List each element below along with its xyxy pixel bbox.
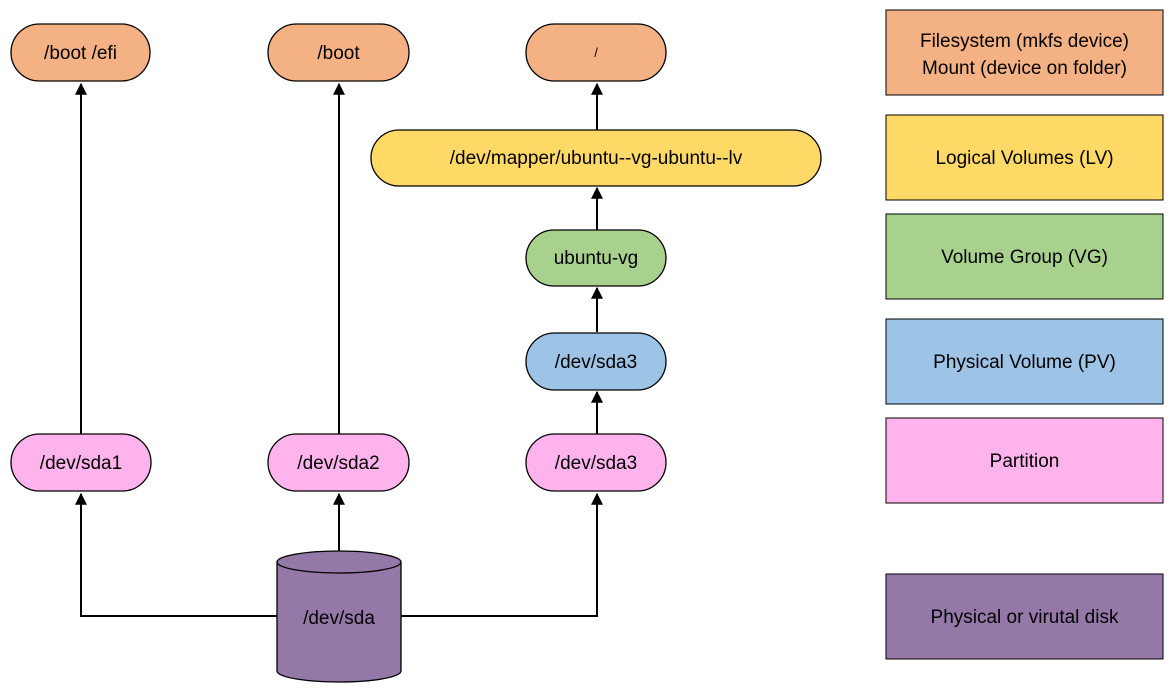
legend-disk: Physical or virutal disk: [885, 573, 1164, 660]
node-shape: [525, 229, 667, 287]
node-shape: [10, 23, 151, 82]
node-label: ubuntu-vg: [554, 248, 639, 269]
legend-partition: Partition: [885, 417, 1164, 504]
node-label: /: [594, 45, 598, 60]
legend: Filesystem (mkfs device) Mount (device o…: [885, 9, 1164, 660]
node-label: /dev/sda: [303, 608, 375, 629]
legend-physical-volume: Physical Volume (PV): [885, 318, 1164, 405]
legend-swatch: [885, 417, 1164, 504]
node-label: /dev/sda3: [555, 352, 637, 373]
node-disk: /dev/sda: [276, 550, 402, 683]
node-shape: [525, 332, 667, 391]
legend-label: Logical Volumes (LV): [935, 148, 1113, 169]
legend-swatch: [885, 213, 1164, 300]
legend-label-line2: Mount (device on folder): [922, 58, 1127, 79]
node-label: /dev/sda1: [40, 453, 122, 474]
legend-label: Physical Volume (PV): [933, 352, 1116, 373]
edge-disk-to-sda3: [401, 492, 603, 617]
legend-swatch: [885, 318, 1164, 405]
legend-label-line1: Filesystem (mkfs device): [920, 31, 1129, 52]
node-partition-sda2: /dev/sda2: [267, 433, 410, 492]
disk-cylinder-top: [276, 550, 402, 574]
node-label: /dev/mapper/ubuntu--vg-ubuntu--lv: [450, 148, 743, 169]
node-label: /dev/sda2: [297, 453, 379, 474]
disk-cylinder-body: [276, 562, 402, 683]
edges: [75, 82, 603, 617]
node-partition-sda1: /dev/sda1: [10, 433, 152, 492]
node-physical-volume: /dev/sda3: [525, 332, 667, 391]
node-partition-sda3: /dev/sda3: [525, 433, 667, 492]
legend-label: Volume Group (VG): [941, 247, 1108, 268]
node-volume-group: ubuntu-vg: [525, 229, 667, 287]
legend-swatch: [885, 114, 1164, 201]
legend-label: Partition: [990, 451, 1060, 472]
node-shape: [267, 433, 410, 492]
node-shape: [10, 433, 152, 492]
node-mount-boot: /boot: [267, 23, 410, 82]
node-label: /boot: [317, 43, 360, 64]
node-shape: [525, 23, 667, 82]
legend-swatch: [885, 9, 1164, 96]
node-shape: [267, 23, 410, 82]
node-label: /boot /efi: [44, 43, 117, 64]
legend-logical-volume: Logical Volumes (LV): [885, 114, 1164, 201]
legend-volume-group: Volume Group (VG): [885, 213, 1164, 300]
legend-filesystem: Filesystem (mkfs device) Mount (device o…: [885, 9, 1164, 96]
edge-disk-to-sda1: [75, 492, 277, 617]
legend-swatch: [885, 573, 1164, 660]
node-shape: [370, 129, 822, 187]
node-logical-volume: /dev/mapper/ubuntu--vg-ubuntu--lv: [370, 129, 822, 187]
node-label: /dev/sda3: [555, 453, 637, 474]
node-mount-boot-efi: /boot /efi: [10, 23, 151, 82]
node-shape: [525, 433, 667, 492]
node-mount-root: /: [525, 23, 667, 82]
legend-label: Physical or virutal disk: [931, 607, 1119, 628]
